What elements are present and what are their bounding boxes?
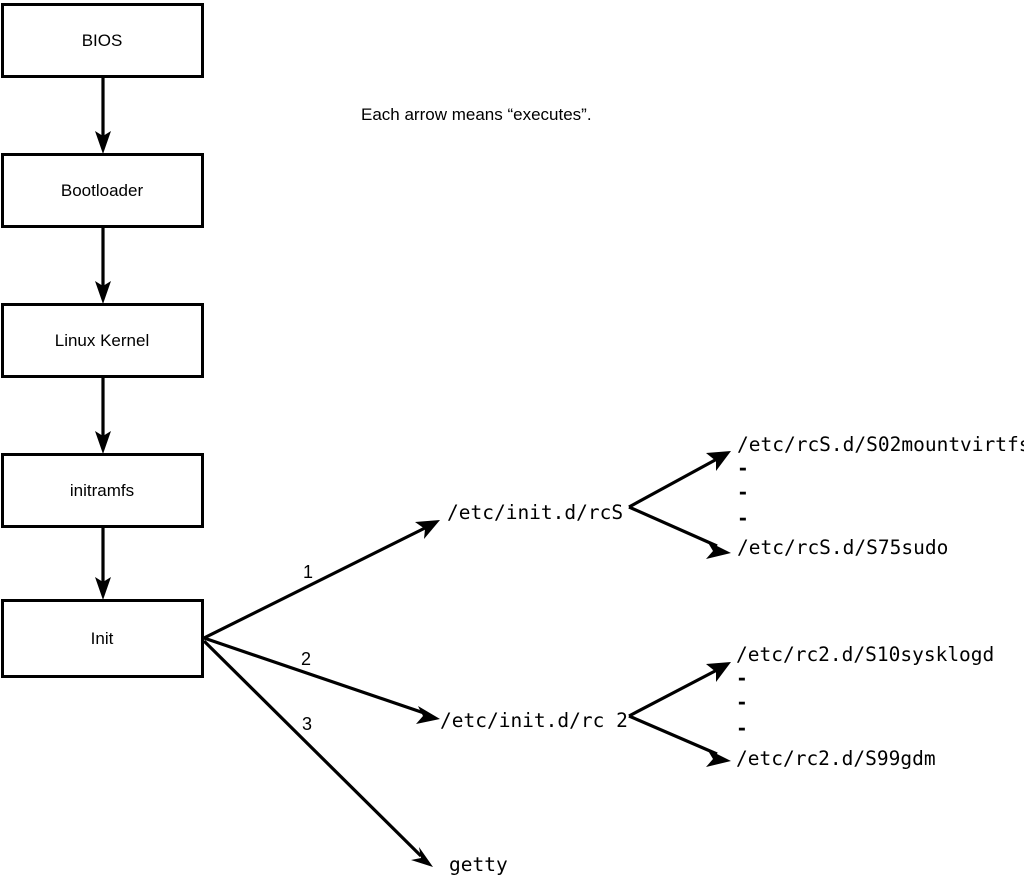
rcs-ellipsis-dash-3: - — [737, 507, 749, 530]
bios-box[interactable] — [1, 3, 204, 78]
bootloader-label: Bootloader — [61, 181, 144, 200]
rcs-ellipsis-dash-1: - — [737, 457, 749, 480]
initramfs-box[interactable] — [1, 453, 204, 528]
arrowhead-icon — [416, 706, 440, 724]
node-bootloader[interactable]: Bootloader — [1, 153, 204, 228]
linux-kernel-box[interactable] — [1, 303, 204, 378]
arrowhead-icon — [95, 431, 111, 454]
linux-kernel-label: Linux Kernel — [55, 331, 150, 350]
arrowhead-icon — [706, 662, 731, 682]
branch-number-1: 1 — [303, 562, 313, 582]
rc2-last-script-label: /etc/rc2.d/S99gdm — [736, 747, 936, 770]
arrowhead-icon — [706, 749, 731, 767]
node-initramfs[interactable]: initramfs — [1, 453, 204, 528]
rc2-script-label: /etc/init.d/rc 2 — [440, 709, 628, 732]
rc2-ellipsis-dash-2: - — [736, 691, 748, 714]
bios-label: BIOS — [82, 31, 123, 50]
branch-number-2: 2 — [301, 649, 311, 669]
bootloader-box[interactable] — [1, 153, 204, 228]
rc2-first-script-label: /etc/rc2.d/S10sysklogd — [736, 643, 994, 666]
arrowhead-icon — [706, 451, 731, 471]
arrow-rcs-to-first-script — [628, 451, 731, 509]
arrowhead-icon — [411, 847, 433, 867]
arrowhead-icon — [95, 577, 111, 600]
arrow-init-branch-1 — [203, 520, 440, 640]
arrow-init-branch-3 — [202, 639, 433, 867]
arrow-bootloader-to-kernel — [95, 227, 111, 304]
init-label: Init — [91, 629, 114, 648]
arrow-rc2-to-last-script — [628, 714, 731, 767]
rcs-last-script-label: /etc/rcS.d/S75sudo — [737, 536, 948, 559]
rcs-first-script-label: /etc/rcS.d/S02mountvirtfs — [737, 433, 1024, 456]
arrow-bios-to-bootloader — [95, 77, 111, 154]
initramfs-label: initramfs — [70, 481, 134, 500]
arrowhead-icon — [706, 541, 731, 559]
node-linux-kernel[interactable]: Linux Kernel — [1, 303, 204, 378]
node-init[interactable]: Init — [1, 599, 204, 678]
getty-label: getty — [449, 853, 508, 875]
rc2-ellipsis-dash-1: - — [736, 667, 748, 690]
node-bios[interactable]: BIOS — [1, 3, 204, 78]
rc2-ellipsis-dash-3: - — [736, 717, 748, 740]
branch-number-3: 3 — [302, 714, 312, 734]
arrow-rc2-to-first-script — [628, 662, 731, 718]
arrow-rcs-to-last-script — [628, 505, 731, 559]
arrowhead-icon — [95, 131, 111, 154]
init-box[interactable] — [1, 599, 204, 678]
arrow-init-branch-2 — [203, 636, 440, 724]
legend-note: Each arrow means “executes”. — [361, 105, 592, 124]
arrowhead-icon — [415, 520, 440, 539]
arrow-kernel-to-initramfs — [95, 377, 111, 454]
arrow-initramfs-to-init — [95, 527, 111, 600]
rcs-script-label: /etc/init.d/rcS — [447, 501, 623, 524]
rcs-ellipsis-dash-2: - — [737, 481, 749, 504]
arrowhead-icon — [95, 281, 111, 304]
